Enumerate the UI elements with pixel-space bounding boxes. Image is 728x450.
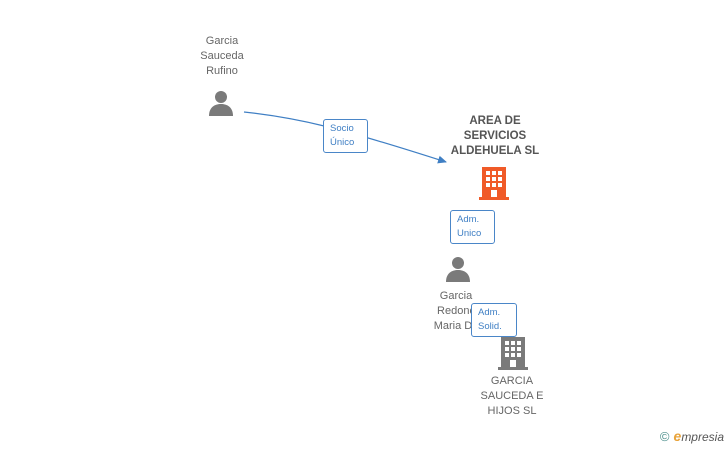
person-label-rufino-line3: Rufino — [206, 65, 238, 77]
person-label-redondo-line2: Redonc — [437, 305, 475, 317]
person-label-rufino-line1: Garcia — [205, 35, 239, 47]
edge-label-adm-unico-line1: Adm. — [457, 214, 480, 225]
edge-label-adm-solid-line1: Adm. — [478, 307, 501, 318]
company-label-aldehuela-line3: ALDEHUELA SL — [450, 145, 540, 157]
company-label-hijos-line3: HIJOS SL — [487, 405, 537, 417]
company-label-aldehuela-line2: SERVICIOS — [463, 130, 527, 142]
edge-label-adm-unico[interactable]: Adm. Unico — [450, 210, 495, 244]
building-icon[interactable] — [478, 165, 510, 201]
company-label-hijos[interactable]: GARCIA SAUCEDA E HIJOS SL — [474, 374, 550, 419]
person-label-redondo[interactable]: Garcia Redonc Maria De — [418, 289, 494, 334]
brand-initial: e — [673, 428, 682, 444]
copyright-symbol: © — [659, 429, 670, 444]
edge-label-socio-unico-line2: Único — [330, 137, 355, 148]
person-label-rufino-line2: Sauceda — [200, 50, 244, 62]
brand-name: mpresia — [681, 430, 724, 444]
edge-label-adm-solid-line2: Solid. — [478, 321, 502, 332]
person-icon[interactable] — [444, 255, 472, 283]
edge-label-socio-unico-line1: Socio — [330, 123, 354, 134]
company-label-hijos-line2: SAUCEDA E — [480, 390, 544, 402]
edge-label-adm-unico-line2: Unico — [457, 228, 482, 239]
edge-label-socio-unico[interactable]: Socio Único — [323, 119, 368, 153]
company-label-aldehuela-line1: AREA DE — [469, 115, 521, 127]
edge-label-adm-solid[interactable]: Adm. Solid. — [471, 303, 517, 337]
person-label-rufino[interactable]: Garcia Sauceda Rufino — [180, 34, 264, 79]
person-label-redondo-line1: Garcia — [439, 290, 473, 302]
company-label-aldehuela[interactable]: AREA DE SERVICIOS ALDEHUELA SL — [440, 114, 550, 159]
building-icon[interactable] — [497, 335, 529, 371]
company-label-hijos-line1: GARCIA — [490, 375, 534, 387]
brand-logo: ©empresia — [660, 428, 724, 444]
person-label-redondo-line3: Maria De — [433, 320, 479, 332]
person-icon[interactable] — [207, 89, 235, 117]
